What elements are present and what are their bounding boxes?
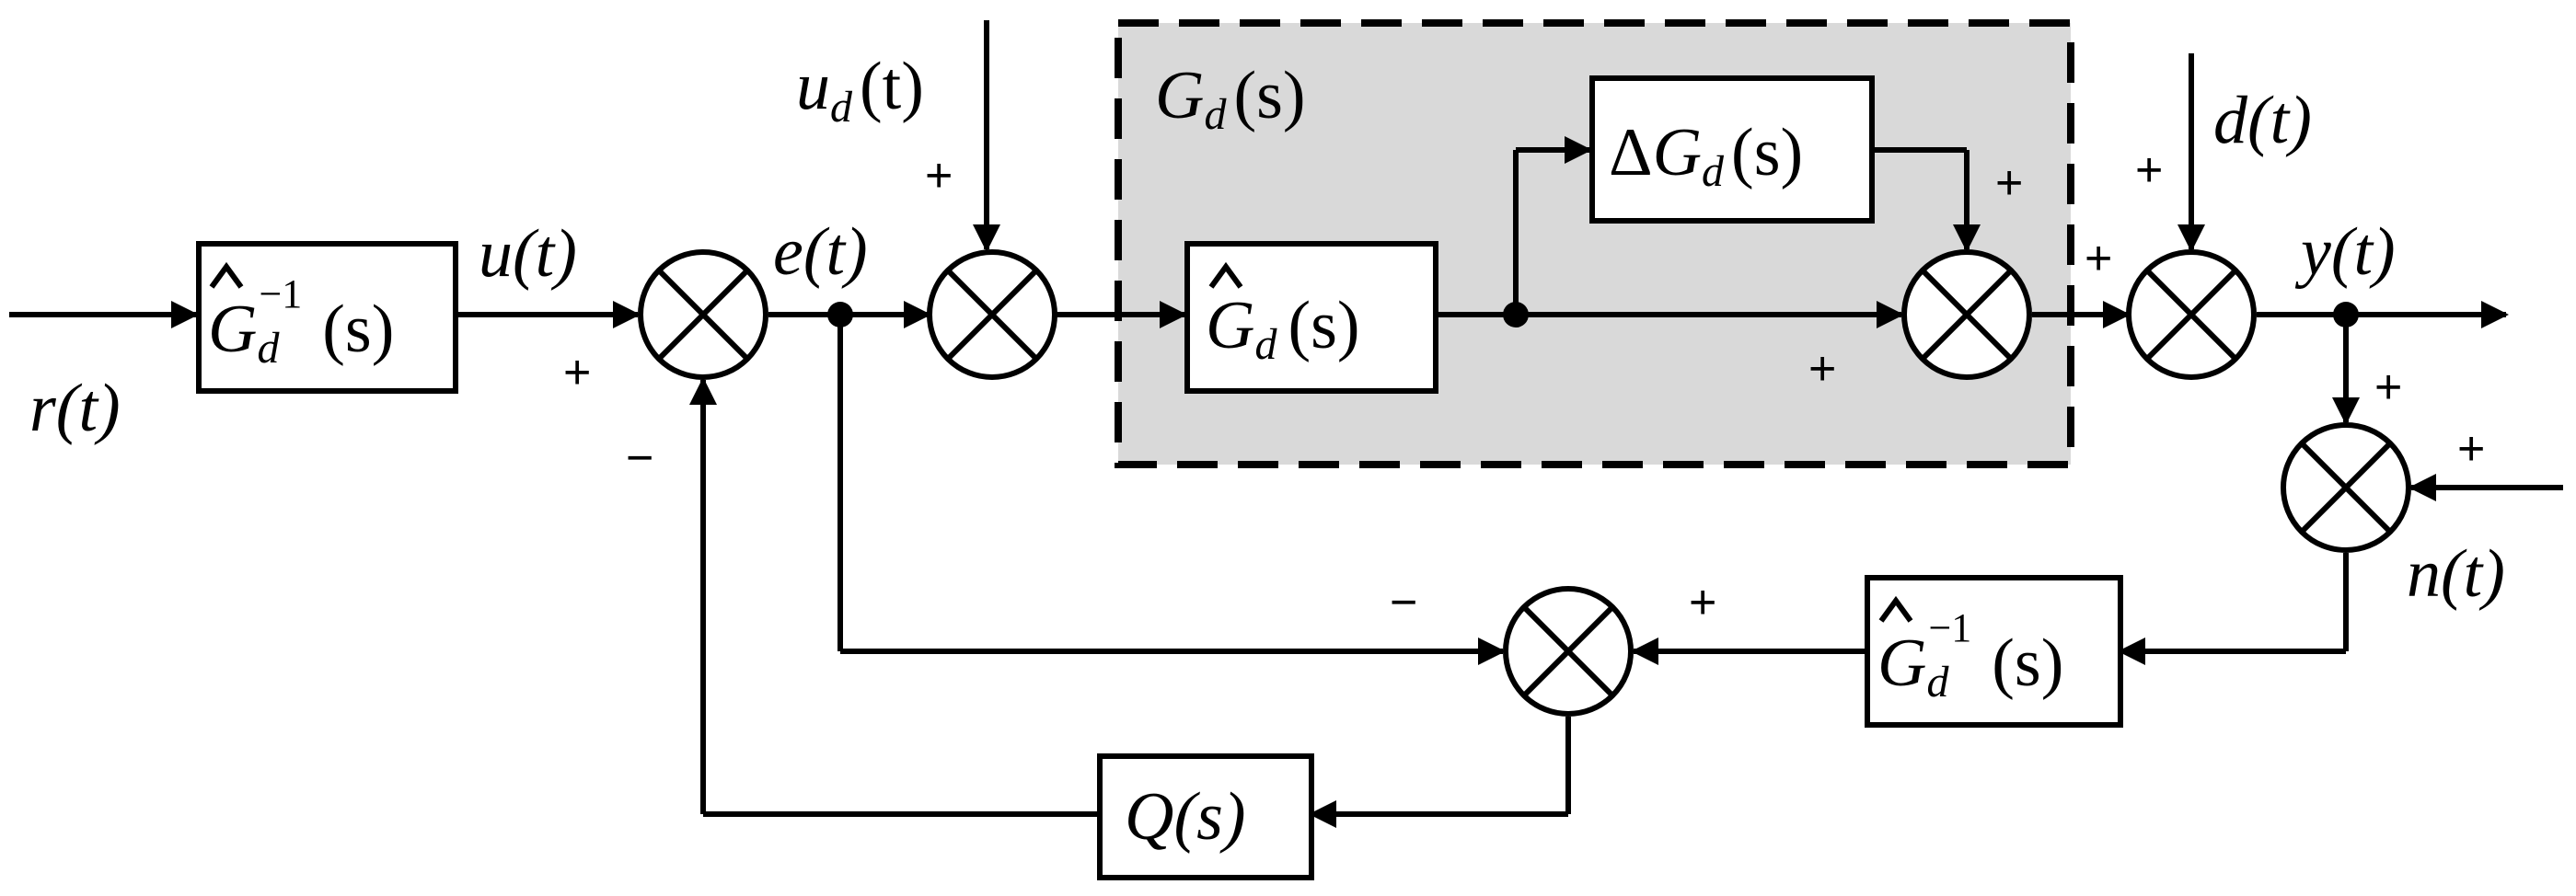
junction-dot-y: [2333, 302, 2359, 327]
summing-junction-3: [1901, 249, 2032, 380]
svg-text:Gd(s): Gd(s): [1206, 288, 1360, 369]
svg-text:+: +: [1689, 576, 1716, 629]
svg-text:+: +: [925, 149, 953, 202]
summing-junction-6: [1503, 586, 1634, 717]
inverse-model-block: Gd−1(s): [196, 241, 458, 394]
svg-text:+: +: [1995, 156, 2023, 210]
summing-junction-1: [638, 249, 768, 380]
signal-e: e(t): [773, 214, 868, 290]
svg-text:ΔGd(s): ΔGd(s): [1609, 115, 1803, 196]
svg-text:Gd−1(s): Gd−1(s): [1877, 605, 2063, 706]
nominal-model-block: Gd(s): [1184, 241, 1438, 394]
svg-text:−: −: [626, 431, 653, 485]
signal-d: d(t): [2213, 83, 2312, 158]
signal-y: y(t): [2294, 214, 2396, 290]
summing-junction-5: [2281, 422, 2411, 553]
svg-text:+: +: [563, 346, 591, 399]
svg-text:+: +: [2457, 422, 2485, 476]
signal-n: n(t): [2407, 536, 2505, 612]
svg-text:Gd−1(s): Gd−1(s): [208, 271, 394, 373]
signal-ud: ud(t): [796, 49, 924, 132]
svg-text:+: +: [2374, 361, 2402, 414]
signal-u: u(t): [479, 216, 577, 292]
junction-dot-model: [1503, 302, 1529, 327]
sign-labels: + − + + + + + + + + −: [563, 144, 2485, 629]
summing-junction-4: [2126, 249, 2257, 380]
svg-text:+: +: [2085, 232, 2112, 285]
svg-text:+: +: [2135, 144, 2163, 197]
uncertainty-block: ΔGd(s): [1589, 75, 1875, 224]
feedback-inverse-model-block: Gd−1(s): [1865, 575, 2123, 728]
summing-junction-2: [927, 249, 1057, 380]
signal-r: r(t): [29, 371, 121, 446]
junction-dot-e: [827, 302, 853, 327]
plant-label: Gd(s): [1155, 58, 1306, 139]
q-filter-block: Q(s): [1097, 753, 1314, 880]
svg-text:+: +: [1808, 342, 1836, 396]
svg-text:Q(s): Q(s): [1125, 779, 1246, 855]
svg-text:−: −: [1390, 576, 1417, 629]
signal-lines: [9, 20, 2563, 828]
